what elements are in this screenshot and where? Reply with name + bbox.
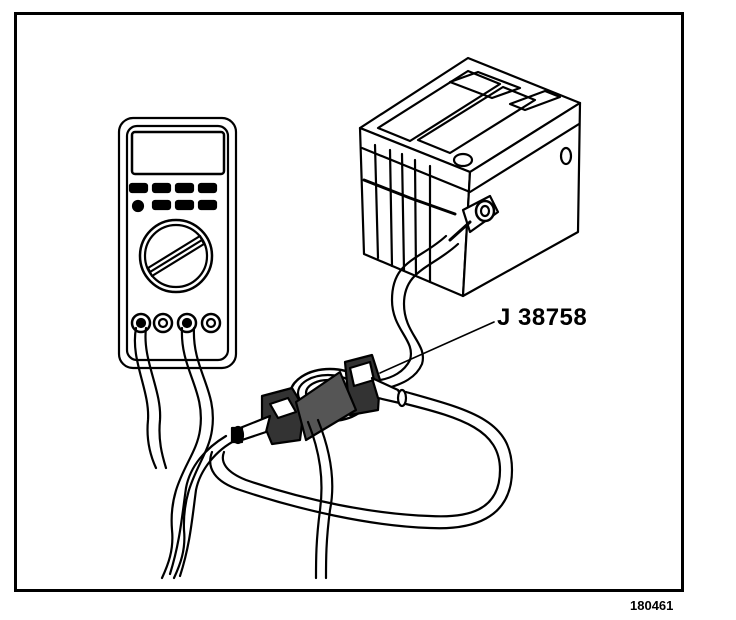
meter-test-leads bbox=[133, 326, 214, 580]
cable-loop bbox=[168, 390, 514, 580]
illustration-frame bbox=[14, 12, 684, 592]
parasitic-draw-switch-icon bbox=[230, 353, 408, 446]
car-battery-icon bbox=[358, 56, 582, 298]
label-leader-line bbox=[379, 321, 495, 374]
tool-number-label: J 38758 bbox=[497, 304, 588, 331]
figure-number: 180461 bbox=[630, 598, 674, 613]
battery-cable bbox=[378, 234, 460, 390]
digital-multimeter-icon bbox=[117, 116, 238, 370]
